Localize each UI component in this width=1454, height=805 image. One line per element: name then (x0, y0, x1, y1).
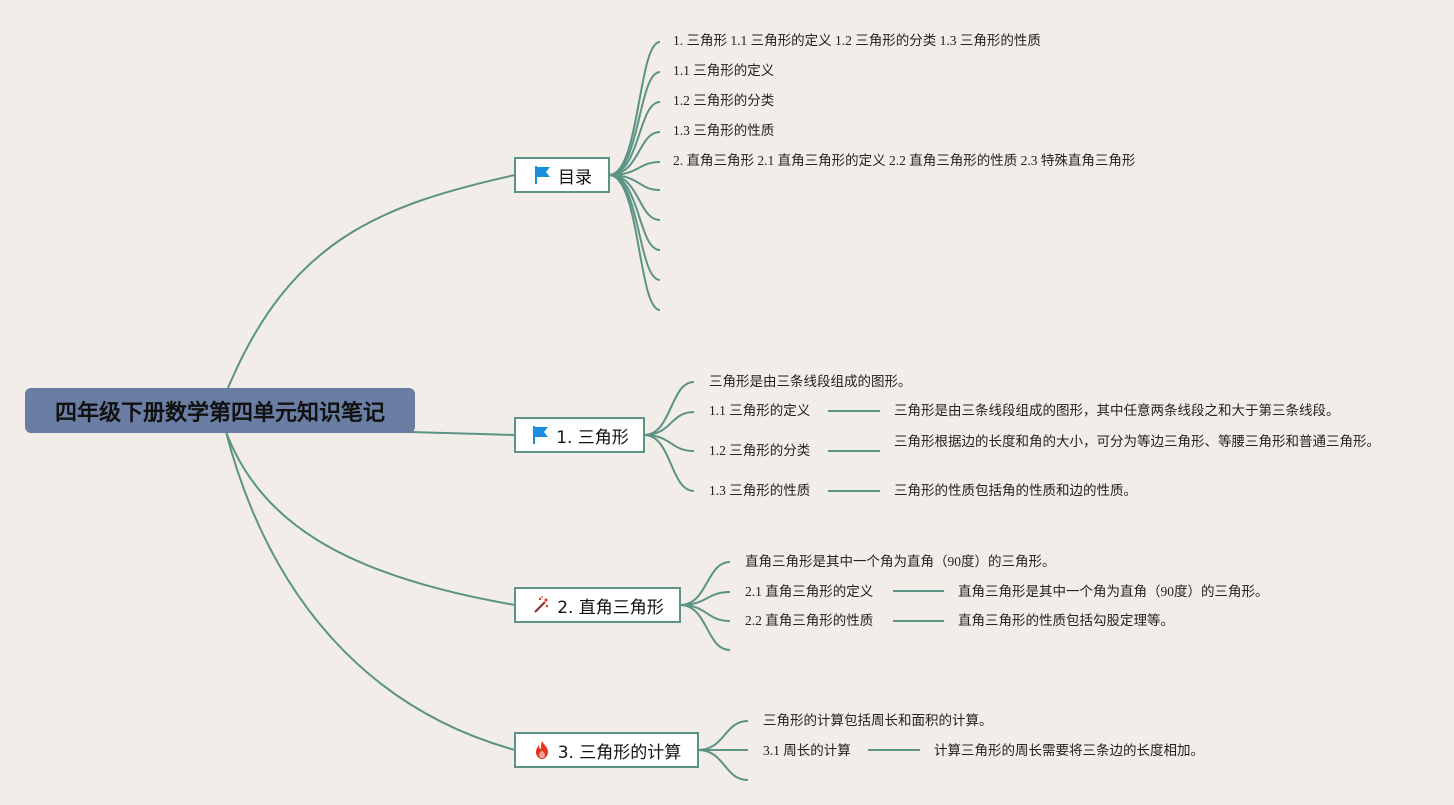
blue-flag-icon (532, 165, 552, 185)
toc-item[interactable]: 1.3 三角形的性质 (673, 123, 775, 138)
branch-label: 3. 三角形的计算 (557, 742, 682, 763)
branch-summary[interactable]: 三角形的计算包括周长和面积的计算。 (763, 713, 993, 728)
sub-topic-detail[interactable]: 三角形根据边的长度和角的大小，可分为等边三角形、等腰三角形和普通三角形。 (894, 434, 1380, 449)
branch-label: 目录 (558, 167, 592, 188)
sub-topic-detail[interactable]: 直角三角形是其中一个角为直角（90度）的三角形。 (958, 584, 1269, 599)
sub-topic-detail[interactable]: 三角形是由三条线段组成的图形，其中任意两条线段之和大于第三条线段。 (894, 403, 1340, 418)
fire-icon (532, 740, 552, 760)
blue-flag-icon (530, 425, 550, 445)
toc-item[interactable]: 2. 直角三角形 2.1 直角三角形的定义 2.2 直角三角形的性质 2.3 特… (673, 153, 1136, 168)
branch-label: 1. 三角形 (556, 427, 629, 448)
toc-item[interactable]: 1.2 三角形的分类 (673, 93, 775, 108)
branch-triangle-calc[interactable]: 3. 三角形的计算 (514, 732, 699, 768)
sub-topic-title[interactable]: 1.2 三角形的分类 (709, 443, 811, 458)
sub-topic-title[interactable]: 3.1 周长的计算 (763, 743, 851, 758)
sub-topic-title[interactable]: 2.1 直角三角形的定义 (745, 584, 874, 599)
sub-topic-title[interactable]: 2.2 直角三角形的性质 (745, 613, 874, 628)
toc-item[interactable]: 1.1 三角形的定义 (673, 63, 775, 78)
sub-topic-detail[interactable]: 三角形的性质包括角的性质和边的性质。 (894, 483, 1137, 498)
branch-summary[interactable]: 直角三角形是其中一个角为直角（90度）的三角形。 (745, 554, 1056, 569)
sub-topic-detail[interactable]: 计算三角形的周长需要将三条边的长度相加。 (934, 743, 1204, 758)
branch-triangle[interactable]: 1. 三角形 (514, 417, 645, 453)
sub-topic-title[interactable]: 1.3 三角形的性质 (709, 483, 811, 498)
sub-topic-title[interactable]: 1.1 三角形的定义 (709, 403, 811, 418)
root-title: 四年级下册数学第四单元知识笔记 (54, 400, 385, 426)
branch-summary[interactable]: 三角形是由三条线段组成的图形。 (709, 374, 912, 389)
branch-right-triangle[interactable]: 2. 直角三角形 (514, 587, 681, 623)
magic-wand-icon (531, 595, 551, 615)
toc-item[interactable]: 1. 三角形 1.1 三角形的定义 1.2 三角形的分类 1.3 三角形的性质 (673, 33, 1041, 48)
branch-toc[interactable]: 目录 (514, 157, 610, 193)
root-node[interactable]: 四年级下册数学第四单元知识笔记 (25, 388, 415, 433)
branch-label: 2. 直角三角形 (557, 597, 664, 618)
sub-topic-detail[interactable]: 直角三角形的性质包括勾股定理等。 (958, 613, 1174, 628)
